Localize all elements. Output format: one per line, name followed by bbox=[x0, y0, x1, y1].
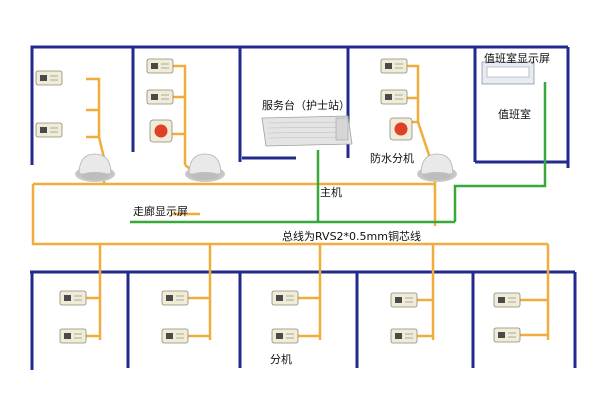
call-button-icon bbox=[389, 117, 413, 141]
bed-extension-unit bbox=[146, 58, 174, 74]
bed-extension-unit bbox=[271, 290, 299, 306]
bed-extension-unit bbox=[390, 328, 418, 344]
bed-extension-unit bbox=[390, 292, 418, 308]
bed-extension-unit bbox=[493, 292, 521, 308]
bus-line-label: 总线为RVS2*0.5mm铜芯线 bbox=[282, 230, 421, 243]
bed-extension-unit bbox=[493, 327, 521, 343]
walls-bottom bbox=[30, 270, 577, 370]
bed-extension-unit bbox=[271, 328, 299, 344]
corridor-display-label: 走廊显示屏 bbox=[133, 205, 188, 218]
host-label: 主机 bbox=[320, 186, 342, 199]
bed-extension-unit bbox=[161, 328, 189, 344]
waterproof-extension-label: 防水分机 bbox=[370, 152, 414, 165]
bed-extension-unit bbox=[35, 122, 63, 138]
bed-extension-unit bbox=[161, 290, 189, 306]
bed-extension-unit bbox=[59, 290, 87, 306]
duty-display-icon bbox=[481, 61, 535, 85]
host-wiring bbox=[130, 82, 547, 224]
bed-extension-unit bbox=[59, 328, 87, 344]
host-keyboard-icon bbox=[261, 115, 353, 147]
duty-room-display-label: 值班室显示屏 bbox=[484, 52, 550, 65]
bus-wiring bbox=[31, 64, 550, 340]
bed-extension-unit bbox=[380, 58, 408, 74]
call-button-icon bbox=[149, 119, 173, 143]
service-desk-label: 服务台（护士站） bbox=[262, 99, 350, 112]
walls-top bbox=[30, 45, 570, 168]
bed-extension-unit bbox=[146, 89, 174, 105]
bed-extension-unit bbox=[35, 70, 63, 86]
duty-room-label: 值班室 bbox=[498, 108, 531, 121]
corridor-display-dome bbox=[74, 153, 116, 183]
extension-label: 分机 bbox=[270, 353, 292, 366]
corridor-display-dome bbox=[416, 153, 458, 183]
corridor-display-dome bbox=[184, 153, 226, 183]
bed-extension-unit bbox=[380, 89, 408, 105]
